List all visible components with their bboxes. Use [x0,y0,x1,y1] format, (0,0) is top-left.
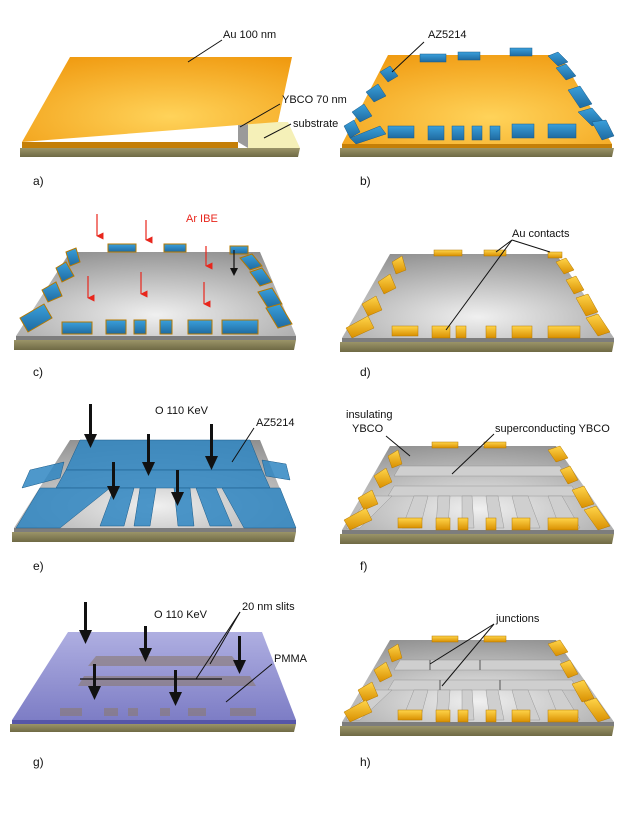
resist-pads [343,47,615,145]
leader-resist [391,41,425,73]
caption-b: b) [360,174,371,188]
leader-contacts-1 [495,239,513,253]
leader-junctions-2 [441,623,495,687]
panel-f: insulating YBCO superconducting YBCO f) [340,409,614,573]
label-pmma: PMMA [274,653,308,665]
label-ion: O 110 KeV [155,405,209,417]
leader-contacts-3 [445,239,513,331]
label-ibe: Ar IBE [186,213,218,225]
au-contact-pads [343,635,611,723]
substrate-top [248,122,300,148]
label-ion: O 110 KeV [154,609,208,621]
resist-pads [19,243,293,335]
ion-arrows [84,404,218,506]
ybco-step [238,122,248,148]
substrate-block [340,148,614,157]
ion-arrows [87,214,213,308]
label-junctions: junctions [495,613,540,625]
pmma-front [12,720,296,724]
label-slits: 20 nm slits [242,601,295,613]
ybco-layer-top [342,254,614,338]
caption-c: c) [33,365,43,379]
label-au: Au 100 nm [223,29,276,41]
leader-insulating [385,435,411,457]
leader-pmma [225,663,273,703]
ion-arrow-black-head [230,268,238,276]
junction-gaps [429,660,501,690]
au-layer-front [22,142,238,148]
substrate-block [20,148,300,157]
au-contact-pads [345,249,611,339]
leader-resist [231,427,255,463]
au-contact-pads [343,441,611,531]
leader-au [187,39,223,63]
leader-slits-1 [209,611,241,665]
caption-a: a) [33,174,44,188]
panel-c: Ar IBE c) [14,213,296,379]
au-layer-front [342,144,612,148]
label-insulating-1: insulating [346,409,392,421]
ybco-layer-front [14,528,296,532]
substrate-block [12,532,296,542]
label-superconducting: superconducting YBCO [495,423,610,435]
caption-g: g) [33,755,44,769]
au-layer-top [22,57,292,142]
ybco-layer-front [342,338,614,342]
substrate-block [340,534,614,544]
ybco-layer-front [342,530,614,534]
leader-substrate [263,123,292,139]
leader-junctions-1 [429,623,495,665]
substrate-block [14,340,296,350]
panel-h: junctions h) [340,613,614,769]
panel-e: O 110 KeV AZ5214 e) [12,404,297,573]
panel-a: Au 100 nm YBCO 70 nm substrate a) [20,29,347,188]
leader-superconducting [451,433,495,475]
ybco-layer-front [342,722,614,726]
caption-h: h) [360,755,371,769]
substrate-block [340,726,614,736]
au-layer-top [342,55,612,144]
caption-e: e) [33,559,44,573]
label-resist: AZ5214 [256,417,295,429]
caption-f: f) [360,559,367,573]
ion-arrows [79,602,246,706]
substrate-block [10,724,296,732]
leader-ybco [239,103,281,128]
label-ybco: YBCO 70 nm [282,94,347,106]
label-insulating-2: YBCO [352,423,384,435]
leader-slits-2 [195,611,241,680]
substrate-block [340,342,614,352]
leader-contacts-2 [511,239,551,253]
panel-b: AZ5214 b) [340,29,615,188]
label-resist: AZ5214 [428,29,467,41]
ybco-layer-front [16,336,296,340]
label-substrate: substrate [293,118,338,130]
label-contacts: Au contacts [512,228,570,240]
caption-d: d) [360,365,371,379]
panel-g: O 110 KeV 20 nm slits PMMA g) [10,601,308,769]
ybco-layer-top [16,252,296,336]
panel-d: Au contacts d) [340,228,614,379]
